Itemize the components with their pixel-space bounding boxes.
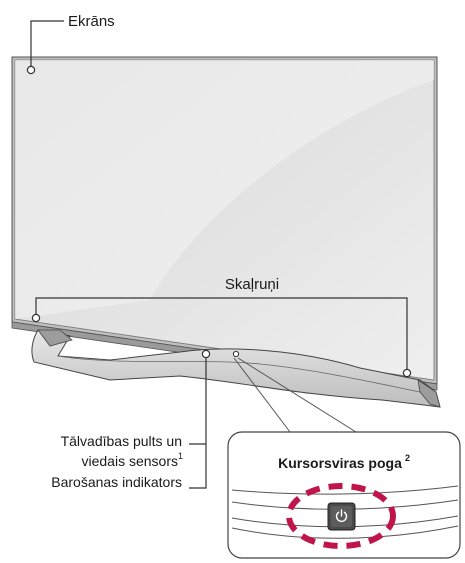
label-remote-sensor-line1: Tālvadības pults un <box>61 433 182 449</box>
label-joystick-button: Kursorsviras poga <box>278 455 402 471</box>
label-power-indicator: Barošanas indikators <box>51 474 182 490</box>
joystick-callout-box <box>227 431 461 559</box>
callout-edge-bottom <box>231 525 459 539</box>
dot-remote-sensor <box>201 349 211 359</box>
label-remote-sensor-line2: viedais sensors <box>82 453 179 469</box>
leader-screen <box>30 20 64 70</box>
label-speakers: Skaļruņi <box>225 276 279 293</box>
label-joystick-sup: 2 <box>405 453 410 463</box>
label-remote-sensor-sup: 1 <box>178 451 183 461</box>
highlight-circle <box>286 483 396 549</box>
screen-reflection <box>15 60 434 319</box>
stand-inner-edge <box>57 355 421 393</box>
power-icon <box>335 509 348 523</box>
stand-right-leg <box>417 379 441 408</box>
callout-edge-upper <box>231 485 459 495</box>
label-screen: Ekrāns <box>68 13 115 30</box>
dot-speaker-left <box>31 313 41 323</box>
dot-joystick <box>232 350 240 358</box>
dot-speaker-right <box>402 368 412 378</box>
callout-connector <box>233 357 357 433</box>
leader-speakers <box>35 297 408 373</box>
tv-stand <box>31 329 441 408</box>
dot-screen <box>26 65 36 75</box>
stand-left-leg <box>37 329 73 347</box>
leader-remote-sensor <box>189 358 207 489</box>
